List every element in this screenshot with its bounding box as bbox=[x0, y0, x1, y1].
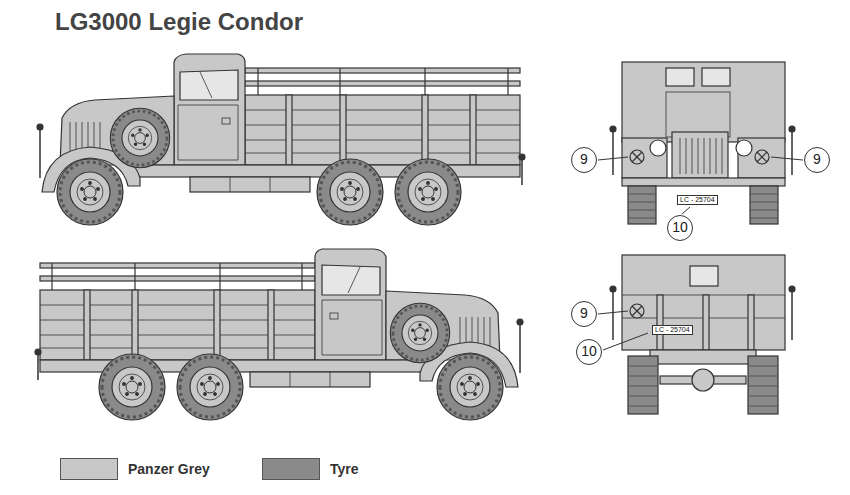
title: LG3000 Legie Condor bbox=[55, 8, 303, 36]
callout-number: 9 bbox=[571, 301, 597, 327]
callout-number: 9 bbox=[571, 147, 597, 173]
legend-swatch bbox=[262, 458, 320, 480]
legend-text: Panzer Grey bbox=[128, 461, 210, 477]
legend-text: Tyre bbox=[330, 461, 359, 477]
number-plate: LC - 25704 bbox=[652, 325, 693, 335]
callout-number: 9 bbox=[804, 147, 830, 173]
callout-number: 10 bbox=[576, 339, 602, 365]
legend-swatch bbox=[60, 458, 118, 480]
number-plate: LC - 25704 bbox=[677, 195, 718, 205]
callout-number: 10 bbox=[667, 215, 693, 241]
